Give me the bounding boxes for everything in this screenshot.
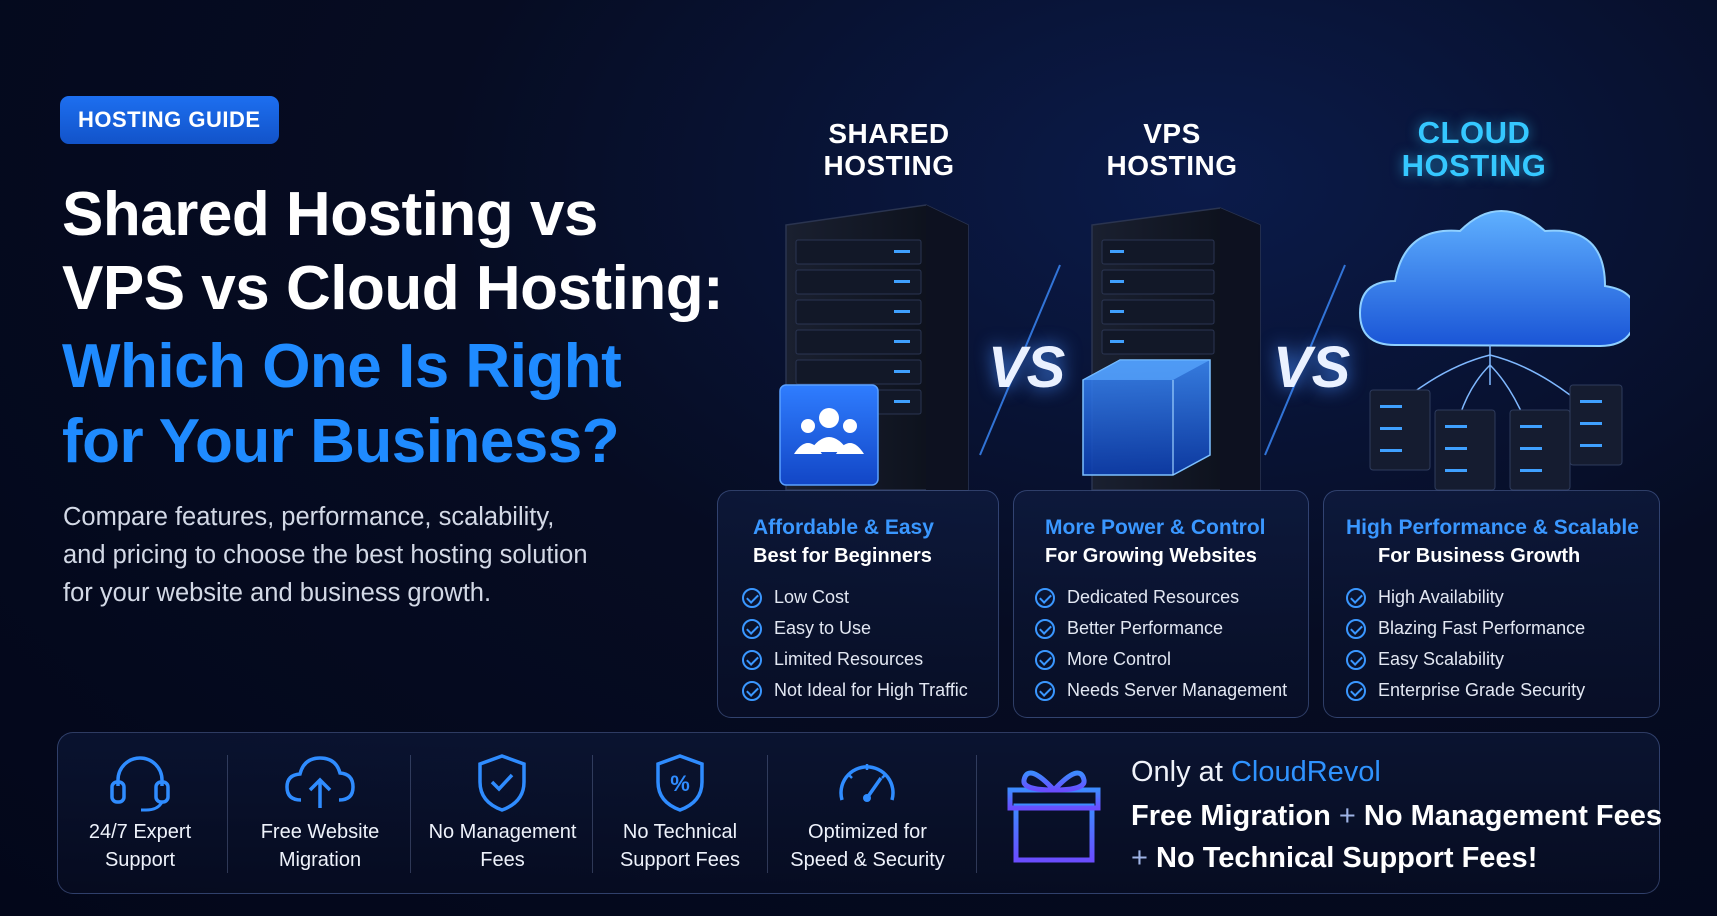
- list-item: Dedicated Resources: [1035, 582, 1287, 613]
- check-circle-icon: [1035, 649, 1055, 670]
- vs-label-2: VS: [1273, 335, 1351, 400]
- subtitle-line-3: for your website and business growth.: [63, 579, 492, 607]
- subtitle-line-1: Compare features, performance, scalabili…: [63, 503, 555, 531]
- cloud-feature-list: High Availability Blazing Fast Performan…: [1346, 582, 1585, 706]
- list-item: Enterprise Grade Security: [1346, 675, 1585, 706]
- cloud-audience: For Business Growth: [1378, 545, 1581, 567]
- list-item: More Control: [1035, 644, 1287, 675]
- list-item: Limited Resources: [742, 644, 968, 675]
- promo-line-2: Free Migration + No Management Fees: [1131, 800, 1663, 832]
- gift-icon: [1007, 770, 1101, 863]
- check-circle-icon: [1346, 618, 1366, 639]
- users-icon: [794, 408, 864, 454]
- list-item: Needs Server Management: [1035, 675, 1287, 706]
- shared-tagline: Affordable & Easy: [753, 516, 934, 539]
- promo-line-3: + No Technical Support Fees!: [1131, 842, 1538, 874]
- title-line-1: Shared Hosting vs: [62, 180, 598, 249]
- hosting-guide-badge: HOSTING GUIDE: [60, 96, 279, 144]
- check-circle-icon: [1035, 680, 1055, 701]
- list-item: Not Ideal for High Traffic: [742, 675, 968, 706]
- svg-text:%: %: [670, 771, 690, 796]
- check-circle-icon: [742, 649, 762, 670]
- speedometer-icon: [839, 764, 895, 802]
- shield-check-icon: [478, 754, 526, 812]
- check-circle-icon: [1035, 587, 1055, 608]
- vs-label-1: VS: [988, 335, 1066, 400]
- cloud-tagline: High Performance & Scalable: [1346, 516, 1639, 539]
- vps-tagline: More Power & Control: [1045, 516, 1266, 539]
- vps-hosting-title: VPS HOSTING: [1106, 118, 1238, 181]
- shared-hosting-card: [717, 490, 999, 718]
- headset-icon: [110, 756, 170, 812]
- check-circle-icon: [742, 680, 762, 701]
- shared-server-illustration: [779, 204, 969, 491]
- check-circle-icon: [1346, 587, 1366, 608]
- vps-audience: For Growing Websites: [1045, 545, 1257, 567]
- cloud-hosting-title: CLOUD HOSTING: [1401, 115, 1547, 183]
- title-line-3: Which One Is Right: [62, 332, 622, 401]
- shared-feature-list: Low Cost Easy to Use Limited Resources N…: [742, 582, 968, 706]
- check-circle-icon: [742, 587, 762, 608]
- title-line-4: for Your Business?: [62, 407, 620, 476]
- check-circle-icon: [1346, 680, 1366, 701]
- cloud-hosting-card: [1323, 490, 1660, 718]
- list-item: Easy Scalability: [1346, 644, 1585, 675]
- shared-hosting-title: SHARED HOSTING: [823, 118, 955, 181]
- check-circle-icon: [1035, 618, 1055, 639]
- cloud-illustration: [1358, 210, 1630, 491]
- title-line-2: VPS vs Cloud Hosting:: [62, 254, 724, 323]
- list-item: High Availability: [1346, 582, 1585, 613]
- subtitle-line-2: and pricing to choose the best hosting s…: [63, 541, 588, 569]
- check-circle-icon: [742, 618, 762, 639]
- list-item: Blazing Fast Performance: [1346, 613, 1585, 644]
- shield-percent-icon: %: [656, 754, 704, 812]
- list-item: Easy to Use: [742, 613, 968, 644]
- cloud-upload-icon: [285, 756, 355, 808]
- vps-feature-list: Dedicated Resources Better Performance M…: [1035, 582, 1287, 706]
- list-item: Better Performance: [1035, 613, 1287, 644]
- brand-name: CloudRevol: [1230, 756, 1381, 788]
- vps-hosting-card: [1013, 490, 1309, 718]
- list-item: Low Cost: [742, 582, 968, 613]
- check-circle-icon: [1346, 649, 1366, 670]
- vps-server-illustration: [1082, 207, 1261, 491]
- promo-line-1: Only at CloudRevol: [1131, 756, 1381, 788]
- shared-audience: Best for Beginners: [753, 545, 932, 567]
